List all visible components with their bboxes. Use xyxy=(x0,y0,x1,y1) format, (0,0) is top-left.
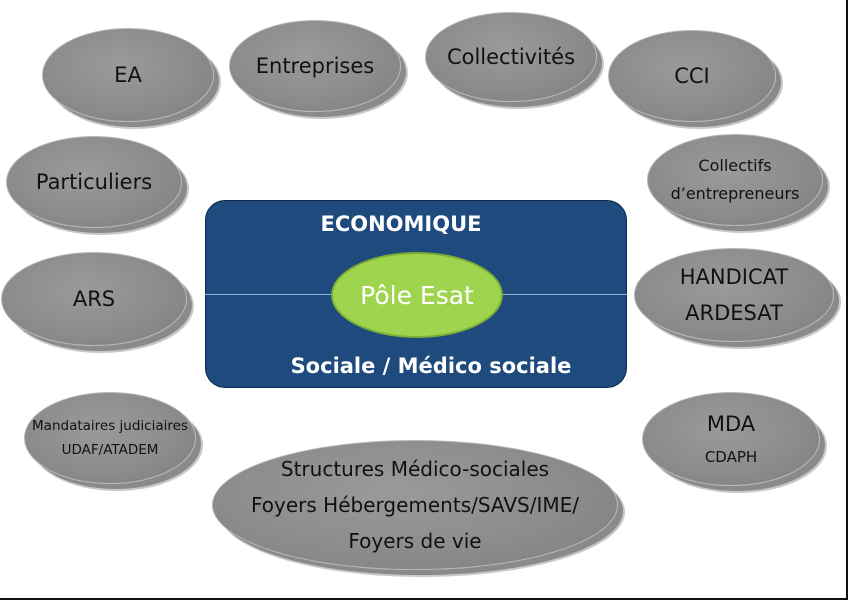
partner-structures-medico-sociales: Structures Médico-sociales Foyers Héberg… xyxy=(212,440,618,570)
partner-cci: CCI xyxy=(608,30,776,122)
partner-particuliers-label: Particuliers xyxy=(35,170,153,194)
partner-mda-line-2: CDAPH xyxy=(704,448,758,466)
partner-cci-label: CCI xyxy=(674,64,710,88)
partner-ea-label: EA xyxy=(114,63,142,87)
partner-entreprises-label: Entreprises xyxy=(255,54,375,78)
partner-handicat-line-2: ARDESAT xyxy=(685,301,783,325)
partner-collectivites: Collectivités xyxy=(425,12,597,102)
partner-handicat-line-1: HANDICAT xyxy=(679,265,789,289)
partner-mda: MDA CDAPH xyxy=(642,392,820,486)
partner-collectifs-line-2: d’entrepreneurs xyxy=(670,184,800,203)
partner-mda-line-1: MDA xyxy=(706,412,756,436)
partner-collectifs-entrepreneurs: Collectifs d’entrepreneurs xyxy=(647,134,823,226)
partner-collectivites-label: Collectivités xyxy=(446,45,576,69)
partner-ea: EA xyxy=(42,28,214,122)
partner-handicat-ardesat: HANDICAT ARDESAT xyxy=(634,248,834,342)
economique-label: ECONOMIQUE xyxy=(320,212,482,236)
partner-mandataires: Mandataires judiciaires UDAF/ATADEM xyxy=(24,392,196,484)
partner-collectifs-line-1: Collectifs xyxy=(698,156,772,175)
pole-esat-label: Pôle Esat xyxy=(360,280,474,310)
partner-entreprises: Entreprises xyxy=(229,20,401,112)
partner-particuliers: Particuliers xyxy=(6,136,182,228)
partner-structures-line-2: Foyers Hébergements/SAVS/IME/ xyxy=(251,493,579,517)
pole-esat-hub: Pôle Esat xyxy=(331,252,503,338)
partner-ars-label: ARS xyxy=(72,287,116,311)
partner-structures-line-1: Structures Médico-sociales xyxy=(280,457,550,481)
partner-mandataires-line-1: Mandataires judiciaires xyxy=(32,418,188,434)
partner-structures-line-3: Foyers de vie xyxy=(348,529,482,553)
sociale-label: Sociale / Médico sociale xyxy=(290,354,572,378)
partner-mandataires-line-2: UDAF/ATADEM xyxy=(61,442,159,458)
partner-ars: ARS xyxy=(1,252,187,346)
